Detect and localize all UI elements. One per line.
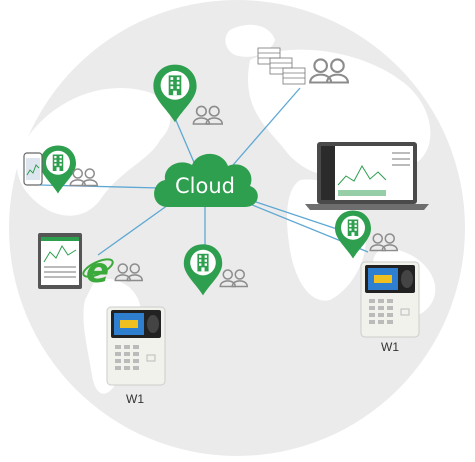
cloud-label: Cloud — [175, 174, 235, 198]
device-label-w1: W1 — [381, 340, 399, 354]
internet-explorer-icon: e — [82, 251, 114, 291]
table-icon — [257, 47, 306, 85]
smartphone-icon — [23, 152, 43, 186]
laptop-icon — [305, 142, 429, 210]
tablet-icon — [38, 233, 82, 289]
cloud-shape — [154, 153, 258, 207]
globe — [9, 0, 465, 456]
svg-text:e: e — [86, 251, 109, 291]
device-label-w1: W1 — [126, 392, 144, 406]
fingerprint-terminal-icon — [360, 261, 420, 338]
fingerprint-terminal-icon — [106, 306, 166, 386]
